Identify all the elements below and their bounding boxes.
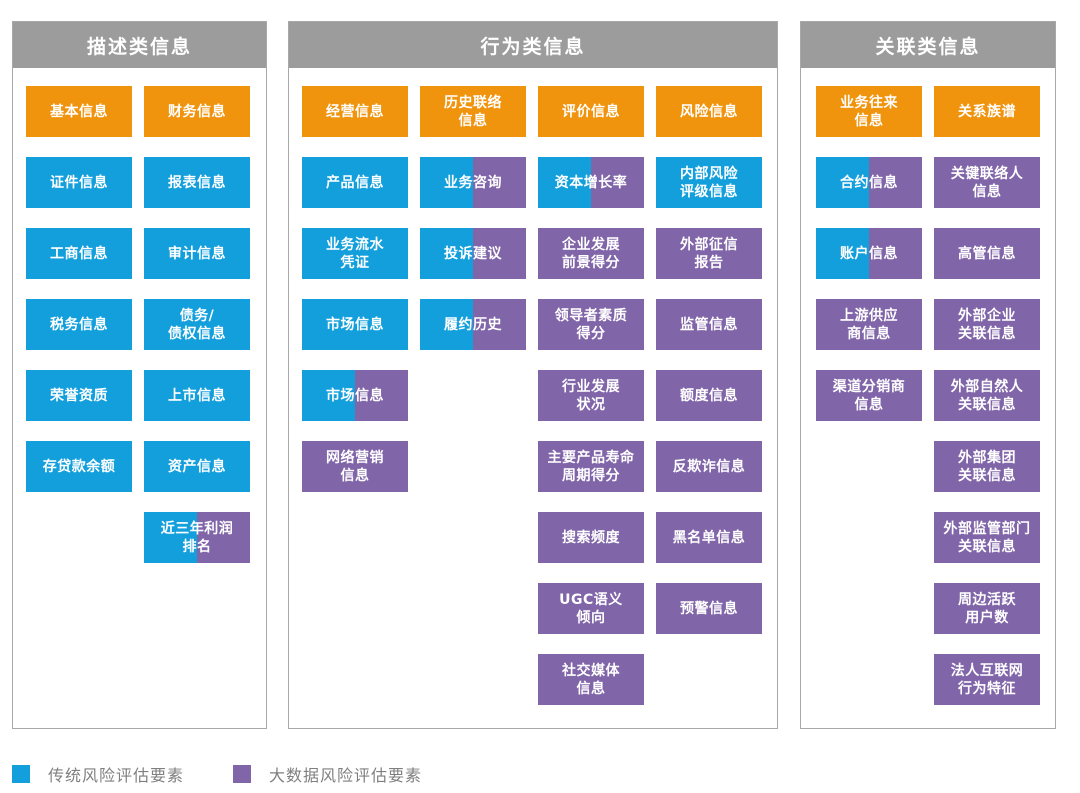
info-box: 黑名单信息	[656, 512, 762, 563]
info-box: 业务流水 凭证	[302, 228, 408, 279]
info-box: 产品信息	[302, 157, 408, 208]
panel-title: 描述类信息	[13, 22, 266, 68]
info-box: 周边活跃 用户数	[934, 583, 1040, 634]
info-box: 审计信息	[144, 228, 250, 279]
info-box: 财务信息	[144, 86, 250, 137]
info-box: 业务往来 信息	[816, 86, 922, 137]
panel-body: 经营信息产品信息业务流水 凭证市场信息市场信息网络营销 信息历史联络 信息业务咨…	[289, 68, 777, 705]
panel-body: 业务往来 信息合约信息账户信息上游供应 商信息渠道分销商 信息关系族谱关键联络人…	[801, 68, 1055, 705]
info-box: 业务咨询	[420, 157, 526, 208]
box-column: 业务往来 信息合约信息账户信息上游供应 商信息渠道分销商 信息	[816, 86, 922, 705]
info-box: 上市信息	[144, 370, 250, 421]
legend-label-bigdata: 大数据风险评估要素	[269, 766, 423, 785]
info-box: 经营信息	[302, 86, 408, 137]
info-box: UGC语义 倾向	[538, 583, 644, 634]
info-box: 风险信息	[656, 86, 762, 137]
info-box: 账户信息	[816, 228, 922, 279]
info-box: 主要产品寿命 周期得分	[538, 441, 644, 492]
box-column: 评价信息资本增长率企业发展 前景得分领导者素质 得分行业发展 状况主要产品寿命 …	[538, 86, 644, 705]
info-box: 报表信息	[144, 157, 250, 208]
panel-relational-info: 关联类信息业务往来 信息合约信息账户信息上游供应 商信息渠道分销商 信息关系族谱…	[800, 21, 1056, 729]
info-box: 预警信息	[656, 583, 762, 634]
box-column: 基本信息证件信息工商信息税务信息荣誉资质存贷款余额	[26, 86, 132, 563]
info-box: 领导者素质 得分	[538, 299, 644, 350]
info-box: 评价信息	[538, 86, 644, 137]
box-column: 财务信息报表信息审计信息债务/ 债权信息上市信息资产信息近三年利润 排名	[144, 86, 250, 563]
info-box: 社交媒体 信息	[538, 654, 644, 705]
info-box: 搜索频度	[538, 512, 644, 563]
info-box: 网络营销 信息	[302, 441, 408, 492]
traditional-swatch-icon	[12, 765, 30, 783]
info-box: 渠道分销商 信息	[816, 370, 922, 421]
info-box: 市场信息	[302, 299, 408, 350]
info-box: 资产信息	[144, 441, 250, 492]
box-column: 关系族谱关键联络人 信息高管信息外部企业 关联信息外部自然人 关联信息外部集团 …	[934, 86, 1040, 705]
info-box: 投诉建议	[420, 228, 526, 279]
legend-label-traditional: 传统风险评估要素	[48, 766, 185, 785]
info-box: 监管信息	[656, 299, 762, 350]
panel-behavioral-info: 行为类信息经营信息产品信息业务流水 凭证市场信息市场信息网络营销 信息历史联络 …	[288, 21, 778, 729]
panel-title: 关联类信息	[801, 22, 1055, 68]
info-box: 履约历史	[420, 299, 526, 350]
info-box: 外部集团 关联信息	[934, 441, 1040, 492]
info-box: 工商信息	[26, 228, 132, 279]
box-column: 经营信息产品信息业务流水 凭证市场信息市场信息网络营销 信息	[302, 86, 408, 705]
box-column: 历史联络 信息业务咨询投诉建议履约历史	[420, 86, 526, 705]
box-column: 风险信息内部风险 评级信息外部征信 报告监管信息额度信息反欺诈信息黑名单信息预警…	[656, 86, 762, 705]
panel-body: 基本信息证件信息工商信息税务信息荣誉资质存贷款余额财务信息报表信息审计信息债务/…	[13, 68, 266, 563]
info-box: 外部征信 报告	[656, 228, 762, 279]
info-box: 税务信息	[26, 299, 132, 350]
info-box: 存贷款余额	[26, 441, 132, 492]
info-box: 额度信息	[656, 370, 762, 421]
info-box: 高管信息	[934, 228, 1040, 279]
info-box: 企业发展 前景得分	[538, 228, 644, 279]
info-box: 反欺诈信息	[656, 441, 762, 492]
info-box: 关键联络人 信息	[934, 157, 1040, 208]
info-box: 外部企业 关联信息	[934, 299, 1040, 350]
info-box: 外部监管部门 关联信息	[934, 512, 1040, 563]
info-box: 近三年利润 排名	[144, 512, 250, 563]
info-box: 历史联络 信息	[420, 86, 526, 137]
info-box: 荣誉资质	[26, 370, 132, 421]
info-box: 基本信息	[26, 86, 132, 137]
legend-item-bigdata: 大数据风险评估要素	[233, 763, 422, 785]
panel-descriptive-info: 描述类信息基本信息证件信息工商信息税务信息荣誉资质存贷款余额财务信息报表信息审计…	[12, 21, 267, 729]
info-box: 证件信息	[26, 157, 132, 208]
info-box: 外部自然人 关联信息	[934, 370, 1040, 421]
info-box: 市场信息	[302, 370, 408, 421]
bigdata-swatch-icon	[233, 765, 251, 783]
info-box: 关系族谱	[934, 86, 1040, 137]
info-box: 资本增长率	[538, 157, 644, 208]
info-box: 合约信息	[816, 157, 922, 208]
info-box: 债务/ 债权信息	[144, 299, 250, 350]
legend-item-traditional: 传统风险评估要素	[12, 763, 184, 785]
info-box: 行业发展 状况	[538, 370, 644, 421]
info-box: 内部风险 评级信息	[656, 157, 762, 208]
info-box: 法人互联网 行为特征	[934, 654, 1040, 705]
info-box: 上游供应 商信息	[816, 299, 922, 350]
panel-title: 行为类信息	[289, 22, 777, 68]
